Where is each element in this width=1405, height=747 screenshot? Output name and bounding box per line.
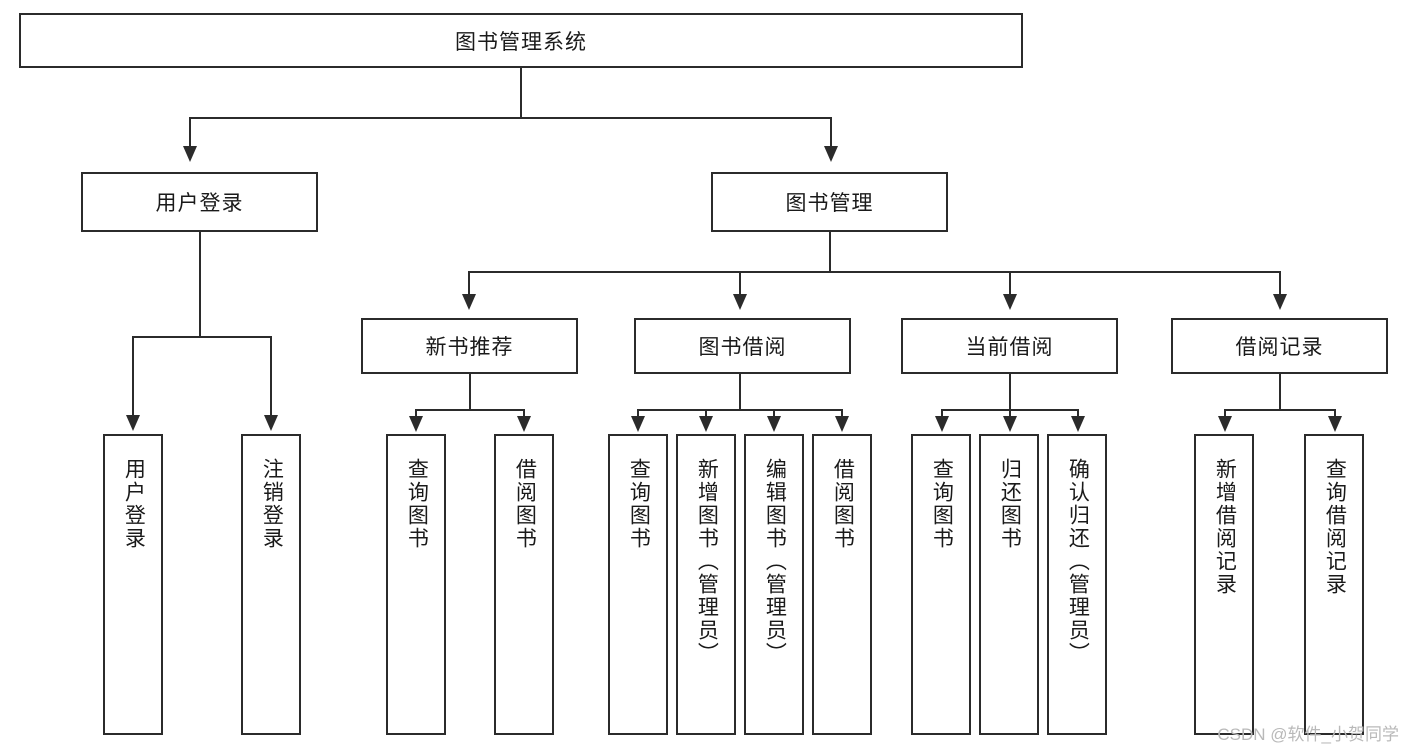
node-label: 借阅图书: [513, 458, 537, 550]
connector-drop-leaf: [270, 336, 272, 416]
node-label: 注销登录: [260, 458, 284, 550]
arrow-down-icon: [1071, 416, 1085, 432]
node-label: 图书借阅: [698, 336, 787, 359]
connector-borrow-record-bus: [1224, 409, 1336, 411]
arrow-down-icon: [631, 416, 645, 432]
node-label: 确认归还（管理员）: [1066, 458, 1090, 665]
connector-user-login-stem: [199, 232, 201, 337]
node-label: 借阅记录: [1235, 336, 1324, 359]
connector-drop-leaf: [1009, 409, 1011, 417]
node-leaf-query-borrow-record[interactable]: 查询借阅记录: [1304, 434, 1364, 735]
connector-user-login-bus: [132, 336, 272, 338]
connector-drop-user-login: [189, 117, 191, 147]
node-new-book-recommend[interactable]: 新书推荐: [361, 318, 578, 374]
arrow-down-icon: [824, 146, 838, 162]
node-book-borrow[interactable]: 图书借阅: [634, 318, 851, 374]
node-label: 当前借阅: [965, 336, 1054, 359]
node-leaf-return-book[interactable]: 归还图书: [979, 434, 1039, 735]
node-label: 编辑图书（管理员）: [763, 458, 787, 665]
node-leaf-borrow-book-recommend[interactable]: 借阅图书: [494, 434, 554, 735]
node-root-system[interactable]: 图书管理系统: [19, 13, 1023, 68]
arrow-down-icon: [1273, 294, 1287, 310]
node-label: 新书推荐: [425, 336, 514, 359]
connector-new-book-bus: [415, 409, 525, 411]
node-leaf-borrow-book[interactable]: 借阅图书: [812, 434, 872, 735]
arrow-down-icon: [264, 415, 278, 431]
node-leaf-user-login[interactable]: 用户登录: [103, 434, 163, 735]
node-label: 查询图书: [405, 458, 429, 550]
node-leaf-confirm-return-admin[interactable]: 确认归还（管理员）: [1047, 434, 1107, 735]
arrow-down-icon: [409, 416, 423, 432]
connector-book-borrow-bus: [637, 409, 843, 411]
watermark-text: CSDN @软件_小贺同学: [1217, 725, 1399, 744]
node-leaf-query-book-recommend[interactable]: 查询图书: [386, 434, 446, 735]
arrow-down-icon: [1328, 416, 1342, 432]
node-label: 查询图书: [930, 458, 954, 550]
arrow-down-icon: [1218, 416, 1232, 432]
arrow-down-icon: [835, 416, 849, 432]
node-label: 新增借阅记录: [1213, 458, 1237, 596]
arrow-down-icon: [462, 294, 476, 310]
connector-book-borrow-stem: [739, 374, 741, 410]
connector-drop-current-borrow: [1009, 271, 1011, 295]
node-label: 借阅图书: [831, 458, 855, 550]
connector-drop-leaf: [1224, 409, 1226, 417]
node-label: 用户登录: [155, 192, 244, 215]
arrow-down-icon: [733, 294, 747, 310]
node-label: 归还图书: [998, 458, 1022, 550]
arrow-down-icon: [517, 416, 531, 432]
node-user-login[interactable]: 用户登录: [81, 172, 318, 232]
node-leaf-query-book-borrow[interactable]: 查询图书: [608, 434, 668, 735]
arrow-down-icon: [1003, 416, 1017, 432]
connector-drop-leaf: [132, 336, 134, 416]
connector-drop-borrow-record: [1279, 271, 1281, 295]
node-label: 查询借阅记录: [1323, 458, 1347, 596]
node-label: 查询图书: [627, 458, 651, 550]
node-label: 图书管理系统: [455, 30, 587, 54]
connector-drop-leaf: [841, 409, 843, 417]
node-label: 图书管理: [785, 192, 874, 215]
connector-drop-book-borrow: [739, 271, 741, 295]
node-leaf-edit-book-admin[interactable]: 编辑图书（管理员）: [744, 434, 804, 735]
node-leaf-add-book-admin[interactable]: 新增图书（管理员）: [676, 434, 736, 735]
node-leaf-logout[interactable]: 注销登录: [241, 434, 301, 735]
node-borrow-record[interactable]: 借阅记录: [1171, 318, 1388, 374]
connector-drop-leaf: [523, 409, 525, 417]
connector-drop-leaf: [705, 409, 707, 417]
connector-level2-bus: [468, 271, 1280, 273]
connector-drop-leaf: [1077, 409, 1079, 417]
arrow-down-icon: [767, 416, 781, 432]
connector-drop-leaf: [415, 409, 417, 417]
connector-drop-leaf: [941, 409, 943, 417]
connector-root-stem: [520, 68, 522, 118]
connector-level1-bus: [189, 117, 832, 119]
connector-current-borrow-stem: [1009, 374, 1011, 410]
node-current-borrow[interactable]: 当前借阅: [901, 318, 1118, 374]
connector-new-book-stem: [469, 374, 471, 410]
connector-drop-new-book: [468, 271, 470, 295]
connector-book-manage-stem: [829, 232, 831, 272]
connector-drop-book-manage: [830, 117, 832, 147]
connector-drop-leaf: [1334, 409, 1336, 417]
node-book-manage[interactable]: 图书管理: [711, 172, 948, 232]
node-leaf-add-borrow-record[interactable]: 新增借阅记录: [1194, 434, 1254, 735]
node-label: 用户登录: [122, 458, 146, 550]
arrow-down-icon: [935, 416, 949, 432]
arrow-down-icon: [699, 416, 713, 432]
node-leaf-query-book-current[interactable]: 查询图书: [911, 434, 971, 735]
node-label: 新增图书（管理员）: [695, 458, 719, 665]
connector-drop-leaf: [773, 409, 775, 417]
arrow-down-icon: [126, 415, 140, 431]
arrow-down-icon: [183, 146, 197, 162]
arrow-down-icon: [1003, 294, 1017, 310]
connector-drop-leaf: [637, 409, 639, 417]
connector-borrow-record-stem: [1279, 374, 1281, 410]
